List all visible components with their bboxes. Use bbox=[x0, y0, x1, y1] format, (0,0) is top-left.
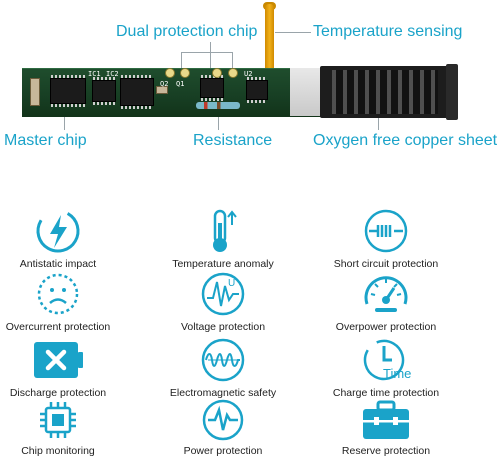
feature-label: Power protection bbox=[183, 445, 263, 457]
feature-charge-time: Time Charge time protection bbox=[306, 336, 466, 399]
time-text: Time bbox=[383, 366, 411, 381]
feature-overcurrent: Overcurrent protection bbox=[0, 270, 138, 333]
silk-label-ic1: IC1 bbox=[88, 70, 101, 78]
leader-line bbox=[210, 42, 211, 76]
feature-label: Chip monitoring bbox=[21, 445, 95, 457]
feature-temperature: Temperature anomaly bbox=[143, 207, 303, 270]
feature-label: Charge time protection bbox=[332, 387, 440, 399]
feature-label: Overpower protection bbox=[335, 321, 437, 333]
solder-pad bbox=[165, 68, 175, 78]
leader-line bbox=[378, 116, 379, 130]
feature-overpower: Overpower protection bbox=[306, 270, 466, 333]
voltage-unit-text: U bbox=[228, 278, 235, 289]
connector-pins bbox=[332, 70, 438, 114]
silk-label-q1: Q1 bbox=[176, 80, 185, 88]
solder-pad bbox=[212, 68, 222, 78]
silk-label-q2: Q2 bbox=[160, 80, 169, 88]
feature-label: Electromagnetic safety bbox=[169, 387, 277, 399]
component bbox=[30, 78, 40, 106]
short-circuit-icon bbox=[364, 209, 408, 253]
silk-label-u2: U2 bbox=[244, 70, 253, 78]
feature-discharge: Discharge protection bbox=[0, 336, 138, 399]
resistor bbox=[196, 102, 240, 109]
callout-temperature-sensing: Temperature sensing bbox=[313, 23, 463, 40]
silk-label-ic2: IC2 bbox=[106, 70, 119, 78]
callout-master-chip: Master chip bbox=[4, 132, 87, 149]
feature-label: Temperature anomaly bbox=[172, 258, 274, 270]
feature-label: Voltage protection bbox=[180, 321, 266, 333]
feature-power: Power protection bbox=[143, 398, 303, 457]
protection-chip-q1 bbox=[200, 75, 224, 101]
thermometer-icon bbox=[213, 209, 237, 252]
pulse-circle-icon bbox=[202, 399, 244, 441]
solder-pad bbox=[228, 68, 238, 78]
callout-resistance: Resistance bbox=[193, 132, 273, 149]
feature-antistatic: Antistatic impact bbox=[0, 207, 138, 270]
leader-line bbox=[181, 52, 233, 53]
lightning-shield-icon bbox=[36, 209, 80, 253]
feature-chip-monitoring: Chip monitoring bbox=[0, 398, 138, 457]
leader-line bbox=[181, 52, 182, 74]
leader-line bbox=[232, 52, 233, 74]
sad-gauge-icon bbox=[37, 273, 79, 315]
feature-label: Overcurrent protection bbox=[5, 321, 111, 333]
callout-copper-sheet: Oxygen free copper sheet bbox=[313, 132, 498, 149]
feature-label: Short circuit protection bbox=[333, 258, 439, 270]
copper-connector bbox=[320, 64, 458, 120]
master-chip bbox=[50, 75, 86, 107]
feature-reserve: Reserve protection bbox=[306, 398, 466, 457]
feature-electromagnetic: Electromagnetic safety bbox=[143, 336, 303, 399]
speedometer-icon bbox=[364, 276, 408, 312]
connector-flange bbox=[446, 64, 458, 120]
chip-icon bbox=[40, 402, 76, 438]
toolbox-icon bbox=[363, 400, 409, 439]
temperature-sensor-flex bbox=[265, 4, 274, 70]
leader-line bbox=[275, 32, 311, 33]
leader-line bbox=[218, 108, 219, 130]
protection-chip-q2 bbox=[246, 77, 268, 103]
voltage-waveform-icon: U bbox=[201, 272, 245, 316]
component bbox=[156, 86, 168, 94]
chip-ic2 bbox=[120, 75, 154, 109]
stopwatch-icon: Time bbox=[363, 339, 411, 381]
feature-voltage: U Voltage protection bbox=[143, 270, 303, 333]
solder-pad bbox=[180, 68, 190, 78]
battery-x-icon bbox=[34, 342, 83, 378]
callout-dual-protection-chip: Dual protection chip bbox=[116, 23, 258, 40]
feature-label: Discharge protection bbox=[9, 387, 107, 399]
feature-short-circuit: Short circuit protection bbox=[306, 207, 466, 270]
coil-icon bbox=[201, 338, 245, 382]
feature-label: Antistatic impact bbox=[19, 258, 97, 270]
feature-label: Reserve protection bbox=[341, 445, 431, 457]
chip-ic1 bbox=[92, 77, 116, 105]
